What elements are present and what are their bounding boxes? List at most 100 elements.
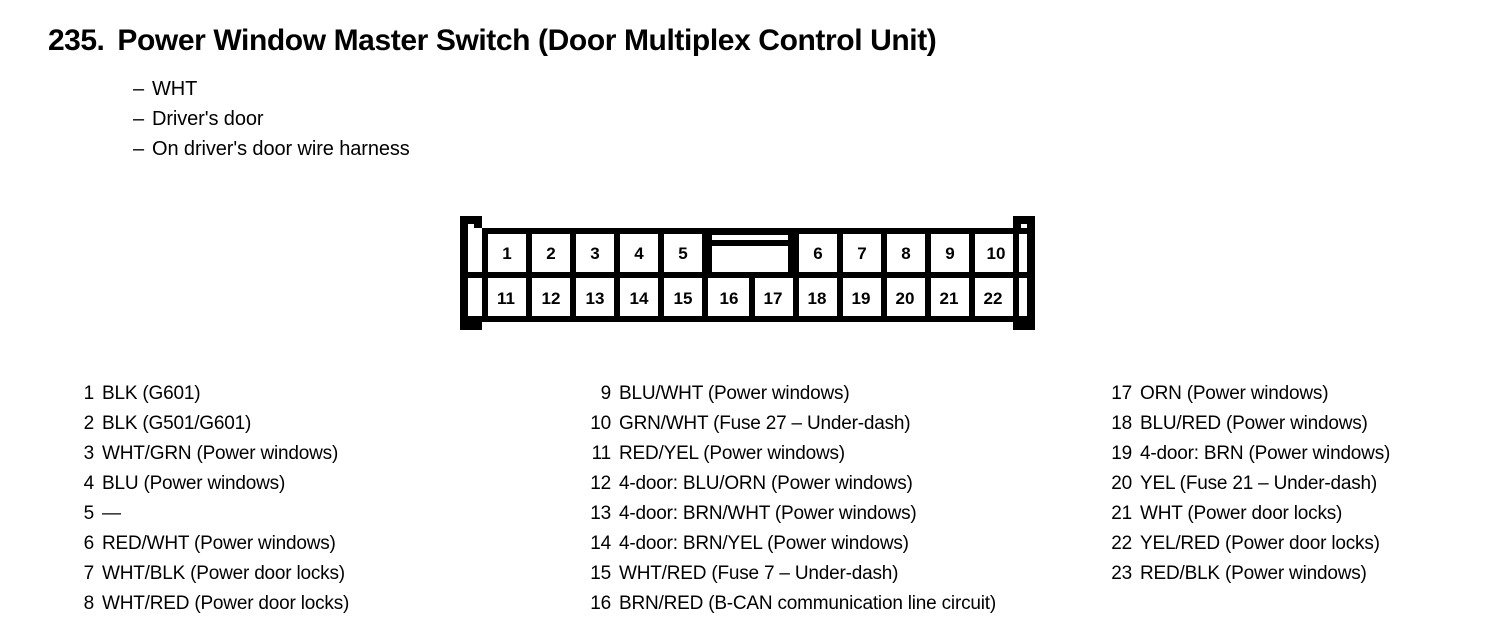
wire-pin-number: 20 (1111, 473, 1132, 494)
connector-shell (460, 216, 1035, 330)
subtitle-text: Driver's door (152, 108, 264, 130)
subtitle-row: –Driver's door (133, 104, 410, 134)
pin-number-bottom: 16 (720, 289, 739, 308)
connector-diagram: 1 2 3 4 5 6 7 8 9 10 (460, 216, 1035, 330)
subtitle-row: –On driver's door wire harness (133, 134, 410, 164)
wire-description: BLU/RED (Power windows) (1140, 413, 1368, 434)
wire-description: GRN/WHT (Fuse 27 – Under-dash) (619, 413, 911, 434)
wire-row: 12 4-door: BLU/ORN (Power windows) (583, 469, 996, 499)
wire-pin-number: 15 (590, 563, 611, 584)
wire-description: BLU/WHT (Power windows) (619, 383, 850, 404)
pin-number-top: 4 (634, 244, 644, 263)
pin-number-bottom: 20 (896, 289, 915, 308)
wire-pin-number: 17 (1111, 383, 1132, 404)
pin-number-top: 8 (901, 244, 910, 263)
pin-number-bottom: 17 (764, 289, 783, 308)
wire-pin-number: 2 (83, 413, 95, 434)
wire-row: 17 ORN (Power windows) (1104, 379, 1390, 409)
wire-pin-number: 8 (83, 593, 95, 614)
wire-description: 4-door: BRN (Power windows) (1140, 443, 1391, 464)
wire-row: 10 GRN/WHT (Fuse 27 – Under-dash) (583, 409, 996, 439)
wire-row: 5— (66, 499, 349, 529)
wire-description: WHT/BLK (Power door locks) (102, 563, 345, 584)
wire-pin-number: 19 (1111, 443, 1132, 464)
wire-description: RED/YEL (Power windows) (619, 443, 845, 464)
pin-number-top: 7 (857, 244, 866, 263)
wire-row: 18 BLU/RED (Power windows) (1104, 409, 1390, 439)
wire-pin-number: 3 (83, 443, 95, 464)
wire-pin-number: 10 (590, 413, 611, 434)
wire-pin-number: 6 (83, 533, 95, 554)
wire-pin-number: 16 (590, 593, 611, 614)
wire-row: 21 WHT (Power door locks) (1104, 499, 1390, 529)
wire-description: BLU (Power windows) (102, 473, 286, 494)
pin-number-top: 1 (502, 244, 511, 263)
pin-number-top: 3 (590, 244, 599, 263)
wire-pin-number: 13 (590, 503, 611, 524)
wire-pin-number: 11 (591, 443, 612, 464)
wire-description: 4-door: BRN/YEL (Power windows) (619, 533, 909, 554)
wire-description: ORN (Power windows) (1140, 383, 1329, 404)
wire-row: 4 BLU (Power windows) (66, 469, 349, 499)
wire-description: WHT/GRN (Power windows) (102, 443, 339, 464)
center-latch-icon (705, 228, 795, 272)
pin-number-top: 9 (945, 244, 954, 263)
bullet-dash-icon: – (133, 108, 145, 130)
pin-number-bottom: 14 (630, 289, 649, 308)
wire-pin-number: 14 (590, 533, 611, 554)
wire-description: — (102, 503, 121, 524)
pin-number-top: 6 (813, 244, 822, 263)
pin-number-bottom: 21 (940, 289, 959, 308)
wire-pin-number: 1 (83, 383, 95, 404)
wire-pin-number: 21 (1111, 503, 1132, 524)
wire-pin-number: 5 (83, 503, 95, 524)
page-title: Power Window Master Switch (Door Multipl… (117, 24, 937, 57)
wire-pin-number: 23 (1111, 563, 1132, 584)
wire-column-right: 17 ORN (Power windows) 18 BLU/RED (Power w… (1104, 379, 1390, 589)
wire-description: WHT/RED (Fuse 7 – Under-dash) (619, 563, 899, 584)
wire-row: 14 4-door: BRN/YEL (Power windows) (583, 529, 996, 559)
pin-number-bottom: 12 (542, 289, 561, 308)
wire-row: 11 RED/YEL (Power windows) (583, 439, 996, 469)
wire-description: BLK (G501/G601) (102, 413, 252, 434)
wire-row: 3 WHT/GRN (Power windows) (66, 439, 349, 469)
wire-description: WHT (Power door locks) (1140, 503, 1343, 524)
subtitle-row: –WHT (133, 74, 410, 104)
pin-number-bottom: 22 (984, 289, 1003, 308)
subtitle-text: WHT (152, 78, 198, 100)
bullet-dash-icon: – (133, 78, 145, 100)
wire-row: 2 BLK (G501/G601) (66, 409, 349, 439)
bullet-dash-icon: – (133, 138, 145, 160)
wire-row: 15 WHT/RED (Fuse 7 – Under-dash) (583, 559, 996, 589)
pin-number-top: 10 (987, 244, 1006, 263)
wire-pin-number: 12 (590, 473, 611, 494)
pin-number-bottom: 13 (586, 289, 605, 308)
pin-row-top-right: 6 7 8 9 10 (793, 228, 1027, 272)
wire-pin-number: 4 (83, 473, 95, 494)
heading-number: 235. (48, 24, 105, 57)
pin-number-bottom: 23 (1029, 289, 1035, 308)
wire-description: YEL (Fuse 21 – Under-dash) (1140, 473, 1377, 494)
wire-description: BLK (G601) (102, 383, 201, 404)
pin-number-bottom: 11 (497, 289, 515, 308)
connector-svg: 1 2 3 4 5 6 7 8 9 10 (460, 216, 1035, 330)
wire-pin-number: 9 (600, 383, 612, 404)
wire-column-left: 1 BLK (G601) 2 BLK (G501/G601) 3 WHT/GRN (P… (66, 379, 350, 619)
wire-description: 4-door: BLU/ORN (Power windows) (619, 473, 913, 494)
wire-pin-number: 18 (1111, 413, 1132, 434)
pin-number-bottom: 19 (852, 289, 871, 308)
wire-row: 13 4-door: BRN/WHT (Power windows) (583, 499, 996, 529)
subtitle-text: On driver's door wire harness (152, 138, 410, 160)
pin-row-top-left: 1 2 3 4 5 (482, 228, 708, 272)
wire-row: 19 4-door: BRN (Power windows) (1104, 439, 1390, 469)
pin-number-bottom: 15 (674, 289, 693, 308)
wire-pin-number: 7 (83, 563, 95, 584)
pin-number-top: 5 (678, 244, 687, 263)
wire-description: WHT/RED (Power door locks) (102, 593, 350, 614)
pin-number-bottom: 18 (808, 289, 827, 308)
wire-description: 4-door: BRN/WHT (Power windows) (619, 503, 917, 524)
